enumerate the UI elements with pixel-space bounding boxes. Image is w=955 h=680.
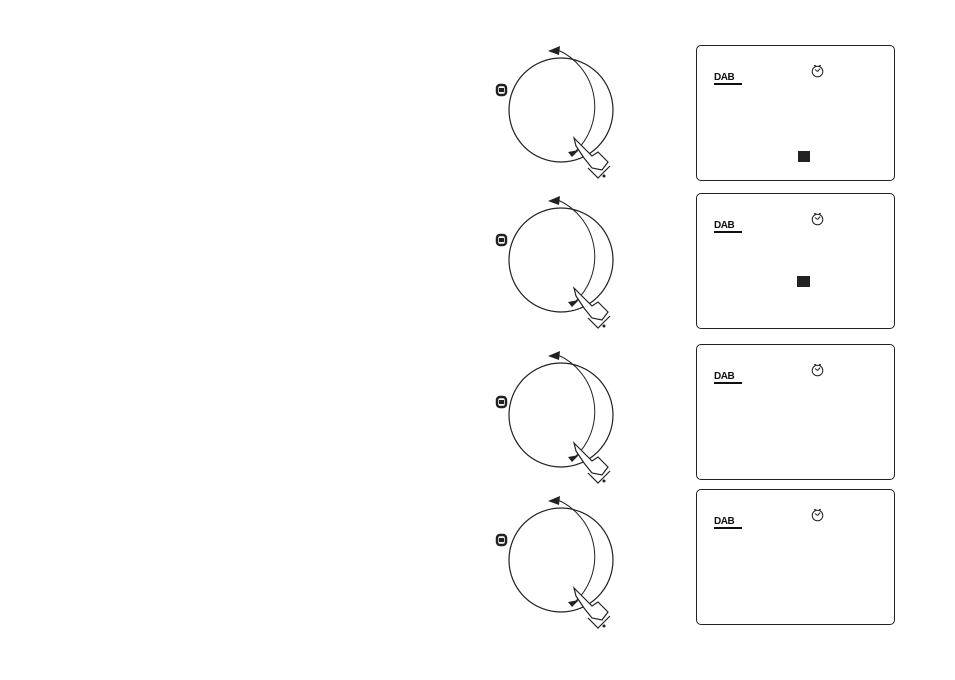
dab-logo-text: DAB — [714, 73, 734, 83]
lcd-display: DAB — [696, 344, 895, 480]
clock-icon — [811, 65, 824, 78]
select-button-icon — [497, 535, 506, 545]
lcd-display: DAB — [696, 489, 895, 625]
clock-icon — [811, 364, 824, 377]
dab-logo: DAB — [714, 517, 742, 531]
clock-icon — [811, 213, 824, 226]
lcd-display: DAB — [696, 45, 895, 181]
select-button-icon — [497, 397, 506, 407]
lcd-display: DAB — [696, 193, 895, 329]
dab-logo-underline — [714, 83, 742, 85]
select-button-icon — [497, 85, 506, 95]
dab-logo-underline — [714, 231, 742, 233]
dab-logo: DAB — [714, 221, 742, 235]
dab-logo-underline — [714, 527, 742, 529]
dab-logo: DAB — [714, 73, 742, 87]
dab-logo-text: DAB — [714, 221, 734, 231]
dab-logo-text: DAB — [714, 517, 734, 527]
select-button-icon — [497, 235, 506, 245]
clock-icon — [811, 509, 824, 522]
highlight-cursor — [798, 151, 810, 162]
dab-logo-underline — [714, 382, 742, 384]
dab-logo: DAB — [714, 372, 742, 386]
dab-logo-text: DAB — [714, 372, 734, 382]
tuning-knob-icon[interactable] — [490, 490, 630, 680]
highlight-cursor — [797, 276, 810, 287]
